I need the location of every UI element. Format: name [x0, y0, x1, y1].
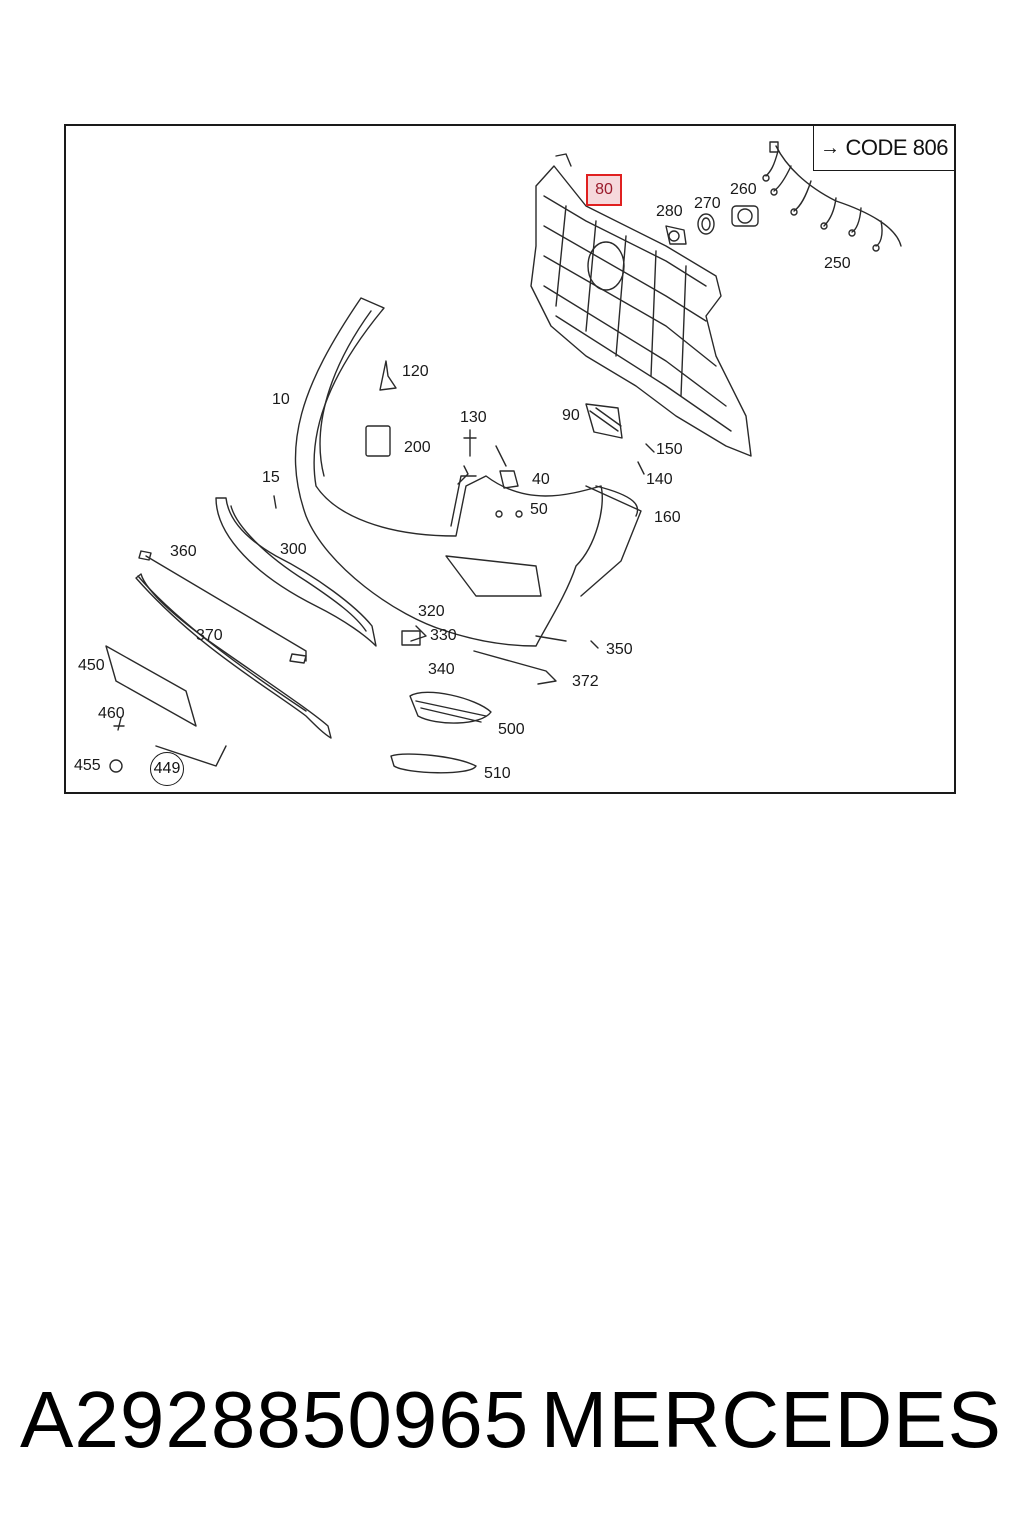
- part-80-highlight[interactable]: 80: [586, 174, 622, 206]
- part-label-460: 460: [98, 705, 125, 722]
- part-label-372: 372: [572, 673, 599, 690]
- bumper-exploded-view: [105, 141, 902, 774]
- park-sensors-drawing: [665, 205, 759, 245]
- brand-name: MERCEDES: [540, 1375, 1002, 1464]
- part-label-340: 340: [428, 661, 455, 678]
- part-number: A2928850965: [20, 1375, 530, 1464]
- part-label-320: 320: [418, 603, 445, 620]
- parts-diagram: → CODE 806 80 10 15 40 50 90 120 130 140…: [64, 124, 956, 794]
- part-label-150: 150: [656, 441, 683, 458]
- part-label-50: 50: [530, 501, 548, 518]
- part-label-455: 455: [74, 757, 101, 774]
- part-label-90: 90: [562, 407, 580, 424]
- part-label-120: 120: [402, 363, 429, 380]
- part-label-200: 200: [404, 439, 431, 456]
- code-806-label: CODE 806: [845, 135, 949, 160]
- part-label-500: 500: [498, 721, 525, 738]
- part-449-circle: 449: [150, 752, 184, 786]
- part-label-300: 300: [280, 541, 307, 558]
- part-label-510: 510: [484, 765, 511, 782]
- part-label-15: 15: [262, 469, 280, 486]
- part-label-360: 360: [170, 543, 197, 560]
- part-label-350: 350: [606, 641, 633, 658]
- small-parts-drawing: [273, 360, 655, 518]
- part-label-160: 160: [654, 509, 681, 526]
- wiring-harness-drawing: [762, 141, 902, 252]
- radiator-grille-drawing: [530, 153, 752, 457]
- part-label-280: 280: [656, 203, 683, 220]
- part-label-130: 130: [460, 409, 487, 426]
- bumper-cover-drawing: [294, 297, 642, 647]
- part-label-270: 270: [694, 195, 721, 212]
- part-label-370: 370: [196, 627, 223, 644]
- part-label-10: 10: [272, 391, 290, 408]
- part-label-40: 40: [532, 471, 550, 488]
- part-label-450: 450: [78, 657, 105, 674]
- part-label-140: 140: [646, 471, 673, 488]
- part-label-330: 330: [430, 627, 457, 644]
- code-806-box: → CODE 806: [813, 126, 954, 171]
- lower-parts-drawing: [105, 497, 377, 773]
- part-80-label: 80: [595, 181, 613, 198]
- arrow-right-icon: →: [820, 136, 840, 159]
- part-label-449: 449: [153, 760, 181, 777]
- lower-grilles-drawing: [390, 625, 599, 774]
- part-label-250: 250: [824, 255, 851, 272]
- footer: A2928850965 MERCEDES: [0, 1370, 1024, 1470]
- part-label-260: 260: [730, 181, 757, 198]
